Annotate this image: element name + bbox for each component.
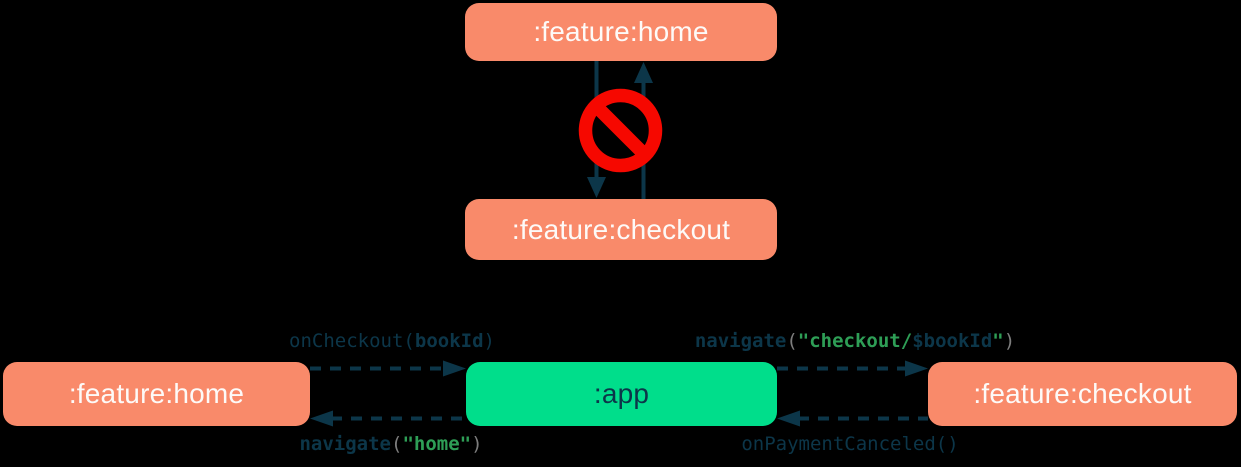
node-label: :feature:home — [533, 16, 709, 47]
code-segment: ) — [483, 330, 495, 352]
code-segment: "home" — [402, 433, 472, 455]
node-label: :app — [593, 378, 650, 409]
code-segment: navigate — [299, 433, 391, 455]
node-feature-checkout: :feature:checkout — [928, 362, 1237, 426]
node-label: :feature:checkout — [973, 378, 1192, 409]
arrow-app-to-checkout — [777, 360, 928, 377]
node-label: :feature:checkout — [511, 213, 731, 245]
node-feature-checkout-top: :feature:checkout — [465, 199, 777, 260]
no-entry-icon — [578, 88, 663, 173]
node-feature-home-top: :feature:home — [465, 3, 777, 61]
code-segment: ( — [390, 433, 403, 455]
arrow-checkout-to-app — [777, 410, 928, 427]
code-segment: " — [992, 330, 1004, 352]
code-segment: "checkout/ — [797, 330, 913, 352]
call-label-onpaymentcanceled: onPaymentCanceled() — [741, 432, 958, 456]
code-segment: $bookId — [912, 330, 993, 352]
code-segment: ) — [471, 433, 483, 455]
node-app: :app — [466, 362, 777, 426]
arrow-home-to-app — [310, 360, 466, 377]
call-label-oncheckout: onCheckout(bookId) — [289, 329, 495, 353]
code-segment: ) — [1003, 330, 1016, 352]
code-segment: onPaymentCanceled() — [741, 433, 959, 455]
code-segment: onCheckout( — [289, 330, 415, 352]
call-label-navigate-checkout: navigate("checkout/$bookId") — [695, 329, 1015, 353]
code-segment: ( — [786, 330, 798, 352]
node-feature-home: :feature:home — [3, 362, 310, 426]
call-label-navigate-home: navigate("home") — [299, 432, 482, 456]
node-label: :feature:home — [68, 378, 245, 409]
code-segment: navigate — [694, 330, 787, 352]
code-segment: bookId — [414, 330, 484, 352]
arrow-app-to-home — [310, 410, 466, 427]
